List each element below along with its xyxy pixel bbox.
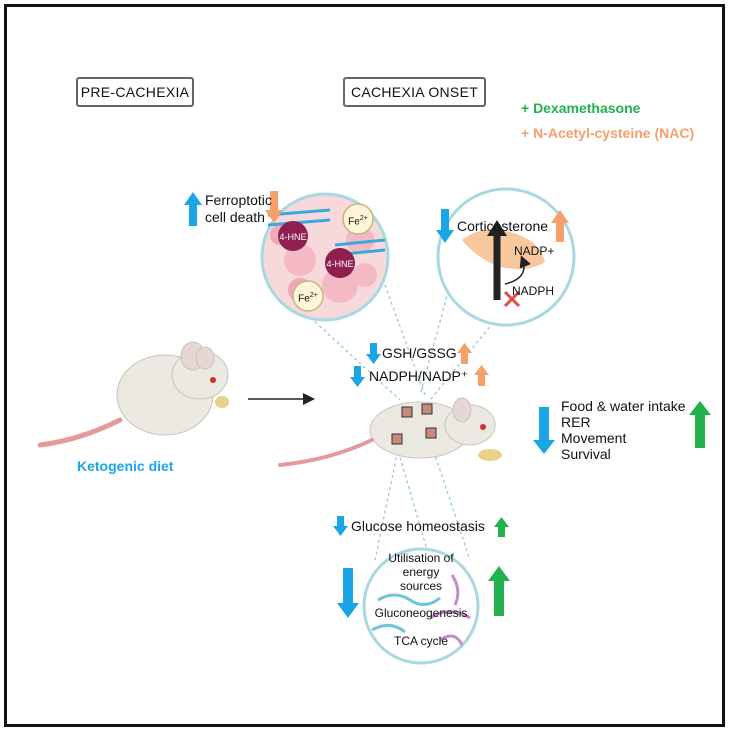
pre-cachexia-label: PRE-CACHEXIA bbox=[80, 84, 190, 100]
hne-molecule-1 bbox=[278, 221, 308, 251]
figure-frame bbox=[4, 4, 725, 727]
zoom-lines bbox=[274, 284, 521, 561]
gsh-up-arrow-orange bbox=[457, 343, 472, 364]
iron-charge-1: 2+ bbox=[359, 215, 368, 222]
glucose-homeostasis-label: Glucose homeostasis bbox=[351, 518, 485, 534]
metabolism-down-arrow-blue bbox=[337, 568, 359, 618]
phenotype-down-arrow-blue bbox=[533, 407, 555, 454]
nadph-up-arrow-orange bbox=[474, 365, 489, 386]
iron-label-2: Fe2+ bbox=[293, 289, 323, 306]
utilisation-label: Utilisation of energy sources bbox=[388, 551, 454, 593]
tca-cycle-label: TCA cycle bbox=[393, 634, 448, 648]
hne-label-1: 4-HNE bbox=[279, 232, 307, 242]
gsh-down-arrow-blue bbox=[366, 343, 381, 364]
ferroptosis-down-arrow-orange bbox=[265, 191, 283, 223]
phenotype-list: Food & water intake RER Movement Surviva… bbox=[561, 398, 686, 462]
glucose-up-arrow-green bbox=[494, 517, 509, 537]
nadph-down-arrow-blue bbox=[350, 366, 365, 387]
healthy-mouse bbox=[37, 341, 229, 448]
iron-symbol-2: Fe bbox=[298, 293, 310, 305]
phenotype-food-water: Food & water intake bbox=[561, 398, 686, 414]
hne-label-2: 4-HNE bbox=[326, 259, 354, 269]
phenotype-movement: Movement bbox=[561, 430, 627, 446]
phenotype-up-arrow-green bbox=[689, 401, 711, 448]
iron-symbol-1: Fe bbox=[348, 216, 360, 228]
corticosterone-label: Corticosterone bbox=[457, 218, 549, 234]
cachexia-onset-label: CACHEXIA ONSET bbox=[350, 84, 479, 100]
iron-label-1: Fe2+ bbox=[343, 212, 373, 229]
inhibition-cross bbox=[503, 290, 521, 308]
adrenal-circle bbox=[436, 187, 576, 327]
ferroptosis-line1: Ferroptotic bbox=[205, 192, 272, 208]
hne-molecule-2 bbox=[325, 248, 355, 278]
dexamethasone-label: + Dexamethasone bbox=[521, 100, 641, 116]
cachexia-onset-box: CACHEXIA ONSET bbox=[343, 77, 486, 107]
glucose-down-arrow-blue bbox=[333, 516, 348, 536]
iron-charge-2: 2+ bbox=[309, 292, 318, 299]
corticosterone-down-arrow-blue bbox=[436, 209, 454, 243]
iron-ion-1 bbox=[342, 203, 374, 235]
ferroptosis-label: Ferroptotic cell death bbox=[205, 192, 272, 226]
nadp-plus-label: NADP+ bbox=[514, 244, 555, 258]
phenotype-rer: RER bbox=[561, 414, 591, 430]
metabolism-up-arrow-green bbox=[488, 566, 510, 616]
nac-label: + N-Acetyl-cysteine (NAC) bbox=[521, 125, 695, 141]
nadph-nadp-label: NADPH/NADP⁺ bbox=[369, 368, 469, 384]
cachectic-mouse bbox=[278, 397, 502, 467]
pre-cachexia-box: PRE-CACHEXIA bbox=[76, 77, 194, 107]
ferroptosis-up-arrow-blue bbox=[184, 192, 202, 226]
iron-ion-2 bbox=[292, 280, 324, 312]
gsh-gssg-label: GSH/GSSG bbox=[382, 345, 457, 361]
gluconeogenesis-label: Gluconeogenesis bbox=[374, 606, 468, 620]
corticosterone-up-arrow-orange bbox=[551, 210, 569, 242]
nadph-adrenal-label: NADPH bbox=[512, 284, 555, 298]
ketogenic-diet-label: Ketogenic diet bbox=[77, 458, 174, 474]
metabolism-circle bbox=[362, 547, 480, 665]
ferroptosis-line2: cell death bbox=[205, 209, 265, 225]
phenotype-survival: Survival bbox=[561, 446, 611, 462]
